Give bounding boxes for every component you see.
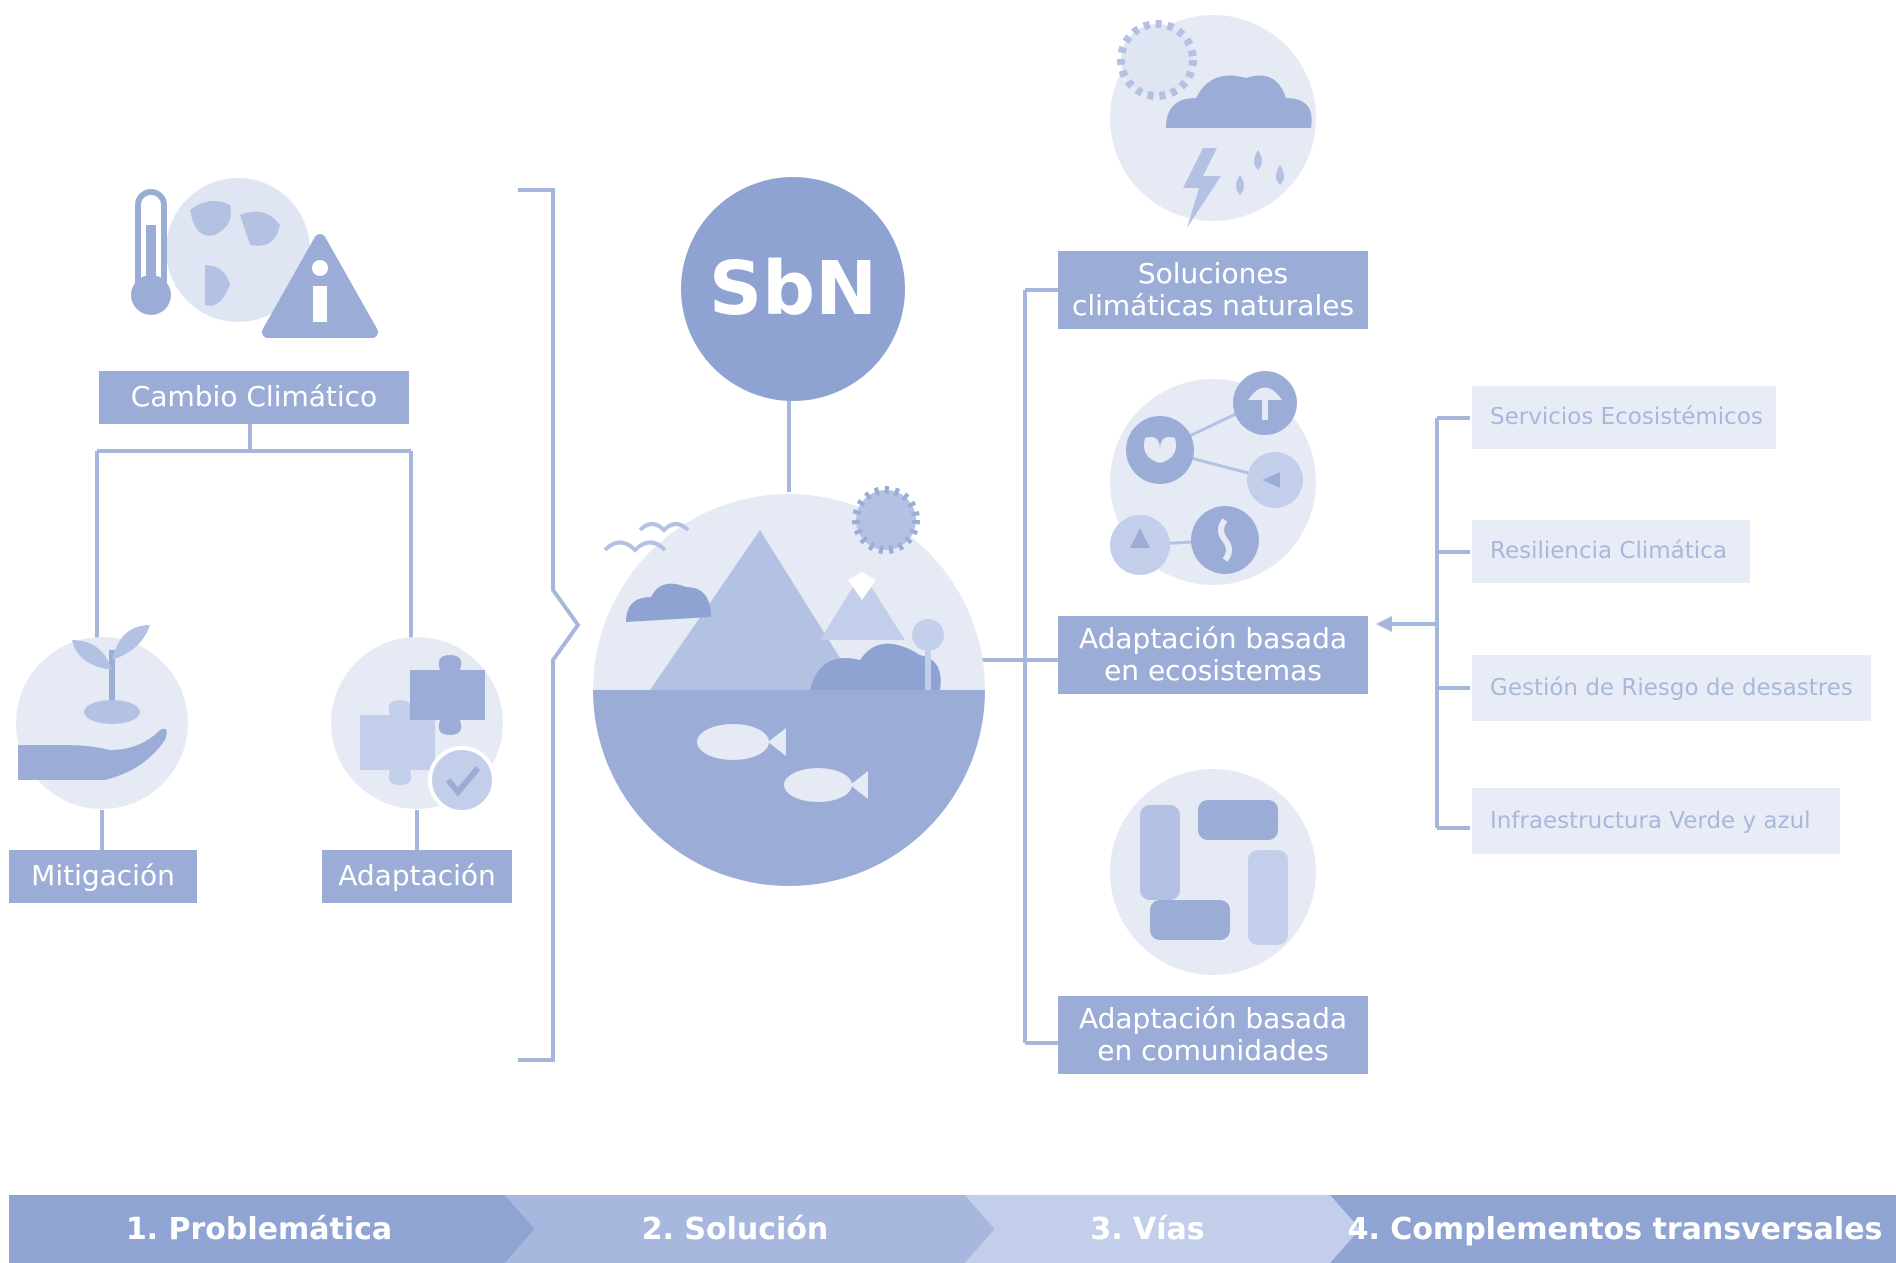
step-pathways: 3. Vías xyxy=(1090,1211,1205,1247)
complement-disaster-risk: Gestión de Riesgo de desastres xyxy=(1472,655,1871,721)
plant-hand-icon xyxy=(16,625,188,809)
adaptation-label: Adaptación xyxy=(322,850,512,903)
climate-change-icon xyxy=(131,178,378,338)
complement-green-blue-infrastructure: Infraestructura Verde y azul xyxy=(1472,788,1840,854)
complement-ecosystem-services: Servicios Ecosistémicos xyxy=(1472,386,1776,449)
step-complements: 4. Complementos transversales xyxy=(1347,1211,1883,1247)
problem-connectors xyxy=(95,424,419,850)
complement-connectors xyxy=(1390,416,1470,830)
landscape-globe-icon xyxy=(593,486,985,886)
puzzle-icon xyxy=(331,637,503,814)
ecosystem-icon xyxy=(1110,371,1316,585)
mitigation-label: Mitigación xyxy=(9,850,197,903)
step-solution: 2. Solución xyxy=(641,1211,829,1247)
pathway-connectors xyxy=(980,288,1058,1045)
hands-icon xyxy=(1110,769,1316,975)
weather-icon xyxy=(1110,15,1316,228)
arrow-left-icon xyxy=(1376,616,1392,632)
step-problem: 1. Problemática xyxy=(125,1211,393,1247)
bracket xyxy=(518,188,581,1062)
climate-change-label: Cambio Climático xyxy=(99,371,409,424)
complement-climate-resilience: Resiliencia Climática xyxy=(1472,520,1750,583)
steps-bar xyxy=(9,1195,1896,1263)
sbn-circle: SbN xyxy=(681,177,905,401)
